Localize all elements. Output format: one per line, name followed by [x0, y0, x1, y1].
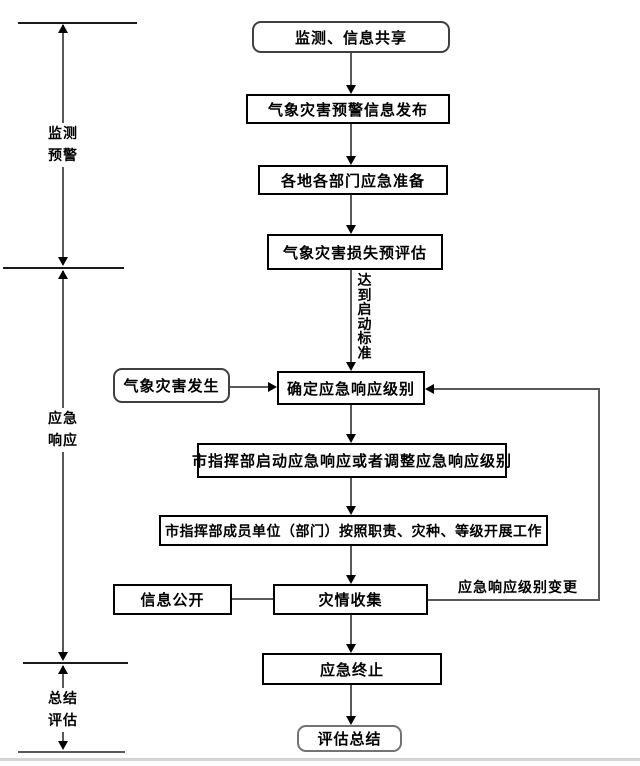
node-label: 评估总结: [317, 730, 382, 748]
node-label: 市指挥部启动应急响应或者调整应急响应级别: [192, 452, 513, 470]
connector: [350, 685, 352, 716]
arrowhead-up-icon: [58, 270, 68, 279]
arrowhead-down-icon: [346, 716, 356, 725]
node-start-or-adjust: 市指挥部启动应急响应或者调整应急响应级别: [192, 443, 511, 478]
phase-separator-mid: [3, 267, 124, 269]
connector: [350, 124, 352, 156]
phase-label-line: 预警: [48, 148, 78, 164]
node-emergency-end: 应急终止: [262, 653, 442, 685]
feedback-line-top: [434, 388, 600, 390]
connector: [350, 615, 352, 644]
node-info-public: 信息公开: [113, 584, 232, 615]
connector: [230, 386, 270, 388]
node-members-work: 市指挥部成员单位（部门）按照职责、灾种、等级开展工作: [159, 515, 548, 546]
feedback-line-right: [598, 389, 600, 601]
arrowhead-right-icon: [268, 382, 277, 392]
node-disaster-occur: 气象灾害发生: [113, 368, 230, 403]
node-label: 市指挥部成员单位（部门）按照职责、灾种、等级开展工作: [165, 523, 542, 540]
connector: [350, 478, 352, 506]
arrowhead-down-icon: [346, 85, 356, 94]
node-label: 灾情收集: [318, 591, 383, 609]
phase-separator-bottom: [18, 751, 125, 753]
phase-separator-low: [23, 662, 128, 664]
phase-separator-top: [18, 22, 137, 24]
arrowhead-down-icon: [346, 434, 356, 443]
node-label: 应急终止: [319, 660, 384, 679]
arrowhead-down-icon: [346, 225, 356, 234]
connector: [350, 546, 352, 575]
phase-label-line: 评估: [48, 713, 78, 729]
phase-label-line: 总结: [48, 691, 78, 707]
arrowhead-down-icon: [346, 506, 356, 515]
arrowhead-up-icon: [58, 665, 68, 674]
node-label: 监测、信息共享: [294, 28, 407, 47]
node-label: 气象灾害损失预评估: [282, 243, 427, 262]
connector: [350, 270, 352, 362]
edge-label-reach-criteria: 达到启动标准: [356, 273, 373, 362]
arrowhead-down-icon: [346, 644, 356, 653]
node-label: 气象灾害发生: [123, 377, 220, 395]
node-determine-level: 确定应急响应级别: [277, 371, 425, 405]
connector: [350, 195, 352, 225]
node-evaluate-summary: 评估总结: [297, 725, 402, 752]
node-disaster-collect: 灾情收集: [273, 584, 428, 615]
node-monitor-share: 监测、信息共享: [252, 21, 450, 53]
phase-arrow-response-shaft: [62, 271, 64, 653]
node-label: 确定应急响应级别: [286, 379, 415, 398]
phase-label-summary: 总结 评估: [43, 688, 83, 732]
arrowhead-down-icon: [58, 652, 68, 661]
node-dept-prepare: 各地各部门应急准备: [258, 165, 448, 195]
connector: [232, 598, 273, 600]
phase-label-line: 响应: [48, 433, 78, 449]
phase-label-line: 应急: [48, 411, 78, 427]
arrowhead-up-icon: [58, 24, 68, 33]
edge-label-level-change: 应急响应级别变更: [458, 577, 578, 597]
node-label: 信息公开: [140, 591, 205, 609]
arrowhead-down-icon: [58, 741, 68, 750]
node-label: 各地各部门应急准备: [280, 171, 425, 190]
page-bottom-edge: [0, 758, 640, 761]
arrowhead-left-icon: [425, 384, 434, 394]
node-warning-release: 气象灾害预警信息发布: [246, 94, 450, 124]
phase-label-monitoring: 监测 预警: [43, 123, 83, 167]
connector: [350, 405, 352, 434]
arrowhead-down-icon: [346, 575, 356, 584]
arrowhead-down-icon: [346, 156, 356, 165]
arrowhead-down-icon: [346, 362, 356, 371]
connector: [350, 53, 352, 86]
feedback-line-bottom: [428, 599, 600, 601]
node-loss-preassess: 气象灾害损失预评估: [267, 234, 443, 270]
phase-label-response: 应急 响应: [43, 408, 83, 452]
arrowhead-down-icon: [58, 257, 68, 266]
node-label: 气象灾害预警信息发布: [267, 100, 428, 119]
phase-label-line: 监测: [48, 126, 78, 142]
